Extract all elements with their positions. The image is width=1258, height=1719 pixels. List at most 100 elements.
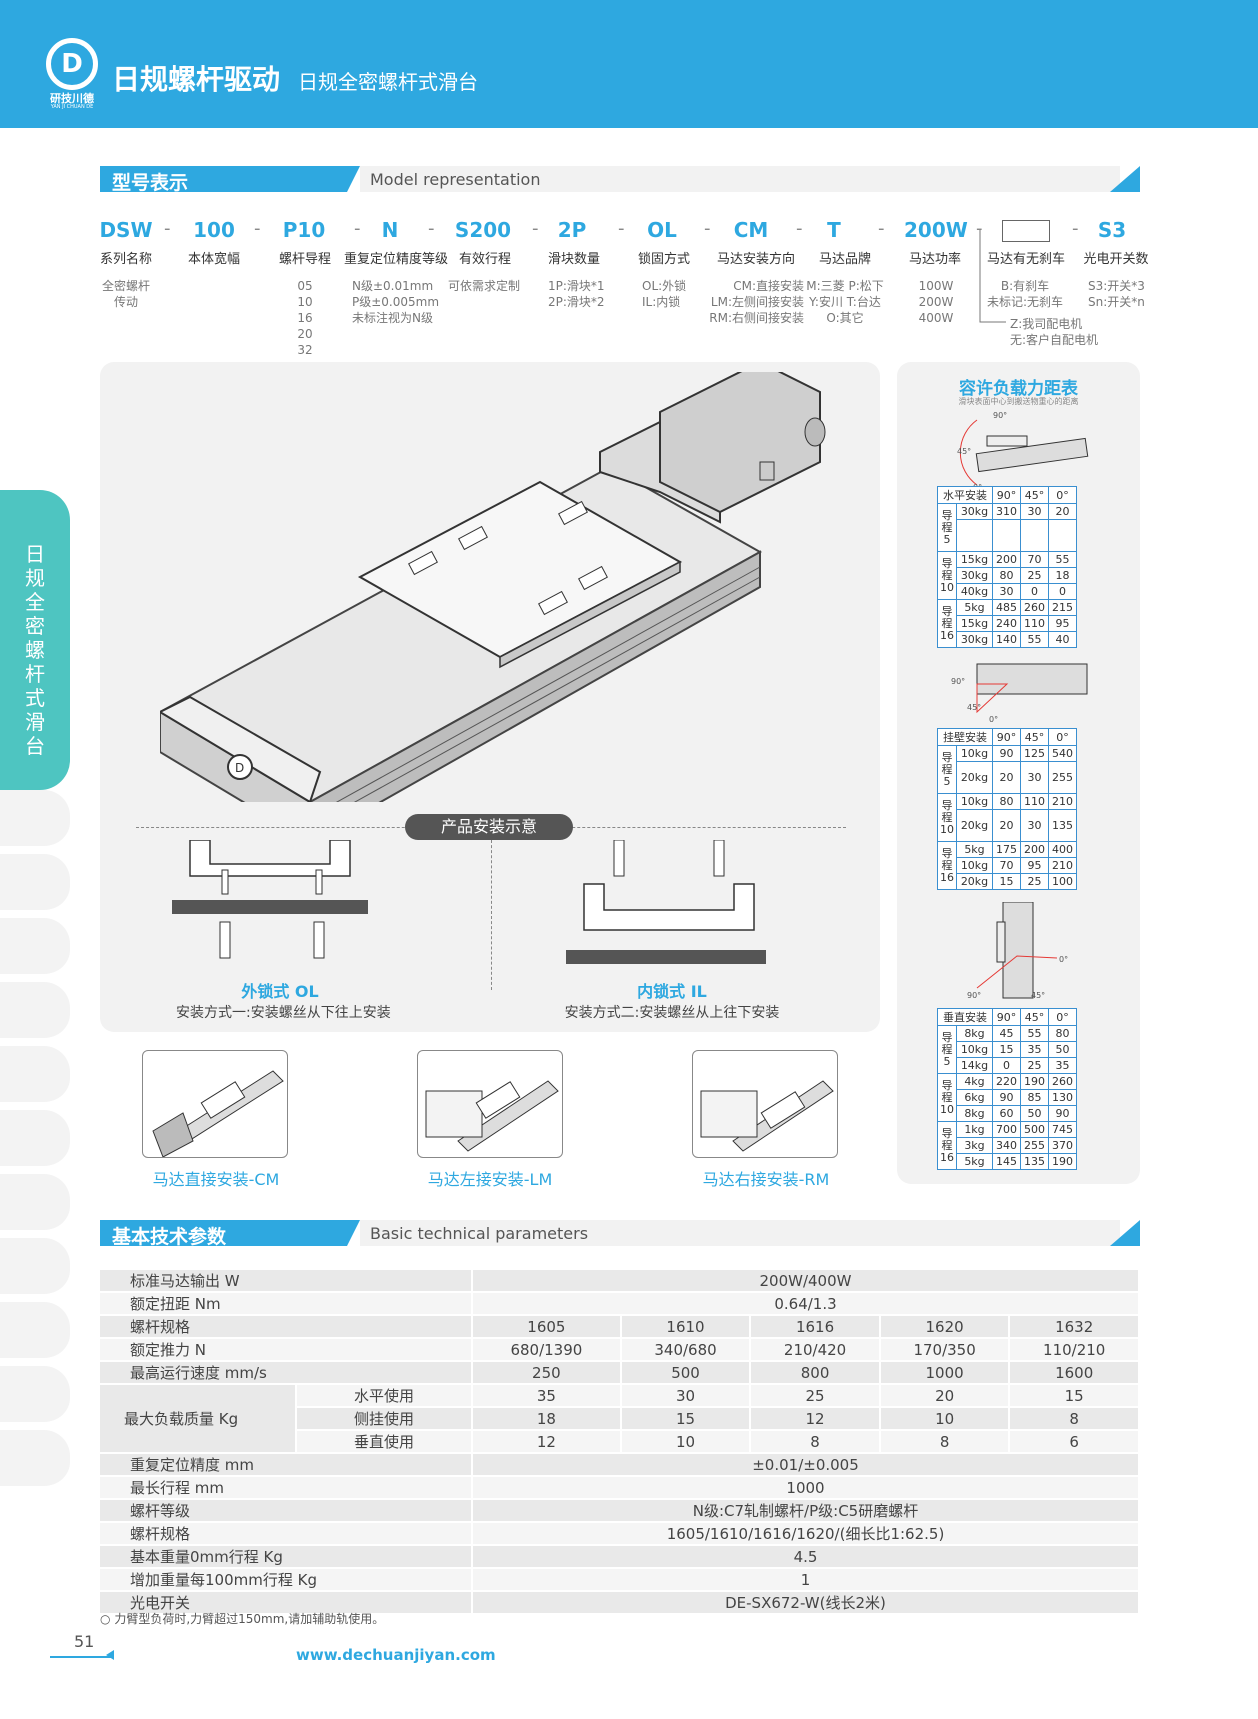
- label-width: 本体宽幅: [187, 252, 240, 267]
- svg-text:45°: 45°: [1031, 991, 1045, 1000]
- load-moment-panel: 容许负载力距表 滑块表面中心到搬送物重心的距离 90° 45° 0° 水平安装9…: [897, 362, 1140, 1184]
- option-motor-note: Z:我司配电机 无:客户自配电机: [1010, 317, 1099, 347]
- label-accuracy: 重复定位精度等级: [344, 252, 449, 267]
- label-power: 马达功率: [908, 252, 961, 267]
- option-brand: M:三菱 P:松下 Y:安川 T:台达 O:其它: [806, 279, 884, 325]
- label-slider: 滑块数量: [547, 252, 600, 267]
- tech-section-title-en: Basic technical parameters: [370, 1224, 589, 1243]
- side-stripes: [0, 790, 70, 1520]
- code-lead: P10: [282, 218, 326, 242]
- thumb-motor-direct: [142, 1050, 288, 1158]
- ol-desc: 安装方式一:安装螺丝从下往上安装: [176, 1005, 391, 1021]
- model-section-title: 型号表示: [112, 172, 189, 194]
- svg-text:45°: 45°: [967, 703, 981, 712]
- inner-lock-diagram: [566, 840, 766, 964]
- option-lead: 05 10 16 20 32: [297, 279, 313, 357]
- load-title: 容许负载力距表: [959, 379, 1078, 399]
- option-slider: 1P:滑块*1 2P:滑块*2: [548, 279, 605, 309]
- svg-text:90°: 90°: [993, 411, 1007, 420]
- page-underline: [50, 1656, 114, 1658]
- tech-section-bar: 基本技术参数 Basic technical parameters: [100, 1220, 1140, 1246]
- load-subtitle: 滑块表面中心到搬送物重心的距离: [958, 397, 1079, 406]
- label-stroke: 有效行程: [458, 252, 511, 267]
- label-brake: 马达有无刹车: [986, 252, 1065, 267]
- svg-text:0°: 0°: [1059, 955, 1068, 964]
- footnote-text: 力臂型负荷时,力臂超过150mm,请加辅助轨使用。: [114, 1612, 385, 1626]
- option-power: 100W 200W 400W: [918, 279, 954, 325]
- option-direction: CM:直接安装 LM:左侧间接安装 RM:右侧间接安装: [709, 279, 804, 325]
- side-tab-label: 日规全密螺杆式滑台: [25, 542, 45, 758]
- side-category-tab: 日规全密螺杆式滑台: [0, 490, 70, 790]
- il-title: 内锁式 IL: [637, 982, 707, 1001]
- il-desc: 安装方式二:安装螺丝从上往下安装: [564, 1005, 780, 1021]
- option-stroke: 可依需求定制: [448, 279, 521, 293]
- svg-text:45°: 45°: [957, 447, 971, 456]
- label-direction: 马达安装方向: [716, 252, 795, 267]
- option-series: 全密螺杆 传动: [101, 279, 150, 309]
- code-series: DSW: [99, 218, 153, 242]
- option-sensor: S3:开关*3 Sn:开关*n: [1088, 279, 1145, 309]
- vertical-install-icon: 0° 90° 45°: [967, 902, 1068, 1000]
- model-code-row: DSW - 100 - P10 - N - S200 - 2P - OL - C…: [98, 218, 1148, 248]
- svg-text:D: D: [235, 761, 244, 775]
- code-width: 100: [193, 218, 235, 242]
- svg-text:90°: 90°: [967, 991, 981, 1000]
- logo-en: YAN JI CHUAN DE: [50, 104, 94, 110]
- model-section-title-en: Model representation: [370, 170, 541, 189]
- install-vertical-divider: [491, 840, 492, 990]
- code-brand: T: [827, 218, 841, 242]
- circle-icon: ○: [100, 1612, 111, 1626]
- option-brake: B:有刹车 未标记:无刹车: [986, 279, 1064, 309]
- option-accuracy: N级±0.01mm P级±0.005mm 未标注视为N级: [352, 279, 440, 325]
- code-brake-box: [1002, 220, 1050, 242]
- code-stroke: S200: [454, 218, 512, 242]
- option-lock: OL:外锁 IL:内锁: [642, 279, 687, 309]
- table-row: 重复定位精度 mm±0.01/±0.005: [100, 1453, 1140, 1477]
- label-sensor: 光电开关数: [1083, 252, 1149, 267]
- tech-section-title: 基本技术参数: [112, 1226, 227, 1248]
- page-number: 51: [74, 1632, 95, 1651]
- thumb-label-cm: 马达直接安装-CM: [152, 1170, 280, 1189]
- label-series: 系列名称: [99, 252, 152, 267]
- code-sensor: S3: [1097, 218, 1127, 242]
- outer-lock-diagram: [172, 840, 368, 959]
- install-pill: 产品安装示意: [405, 814, 573, 840]
- motor-bracket-line: [979, 230, 1006, 323]
- horizontal-install-icon: 90° 45° 0°: [957, 411, 1089, 490]
- ol-title: 外锁式 OL: [241, 982, 319, 1001]
- svg-text:0°: 0°: [989, 715, 998, 724]
- svg-text:90°: 90°: [951, 677, 965, 686]
- code-lock: OL: [647, 218, 677, 242]
- page-header: D 研技川德 YAN JI CHUAN DE 日规螺杆驱动 日规全密螺杆式滑台: [0, 0, 1258, 128]
- arrow-left-icon: [106, 1650, 114, 1660]
- footnote: ○ 力臂型负荷时,力臂超过150mm,请加辅助轨使用。: [100, 1610, 384, 1627]
- page-subtitle: 日规全密螺杆式滑台: [298, 70, 478, 94]
- page-title: 日规螺杆驱动: [112, 63, 281, 96]
- code-slider: 2P: [557, 218, 587, 242]
- model-section-bar: 型号表示 Model representation: [100, 166, 1140, 192]
- logo-cn: 研技川德: [50, 92, 94, 105]
- code-direction: CM: [733, 218, 769, 242]
- label-lock: 锁固方式: [637, 252, 690, 267]
- thumb-motor-left: [417, 1050, 563, 1158]
- website-link[interactable]: www.dechuanjiyan.com: [296, 1646, 496, 1664]
- thumb-label-lm: 马达左接安装-LM: [427, 1170, 553, 1189]
- thumb-label-rm: 马达右接安装-RM: [702, 1170, 830, 1189]
- linear-module-drawing: D: [160, 372, 826, 802]
- label-brand: 马达品牌: [818, 252, 871, 267]
